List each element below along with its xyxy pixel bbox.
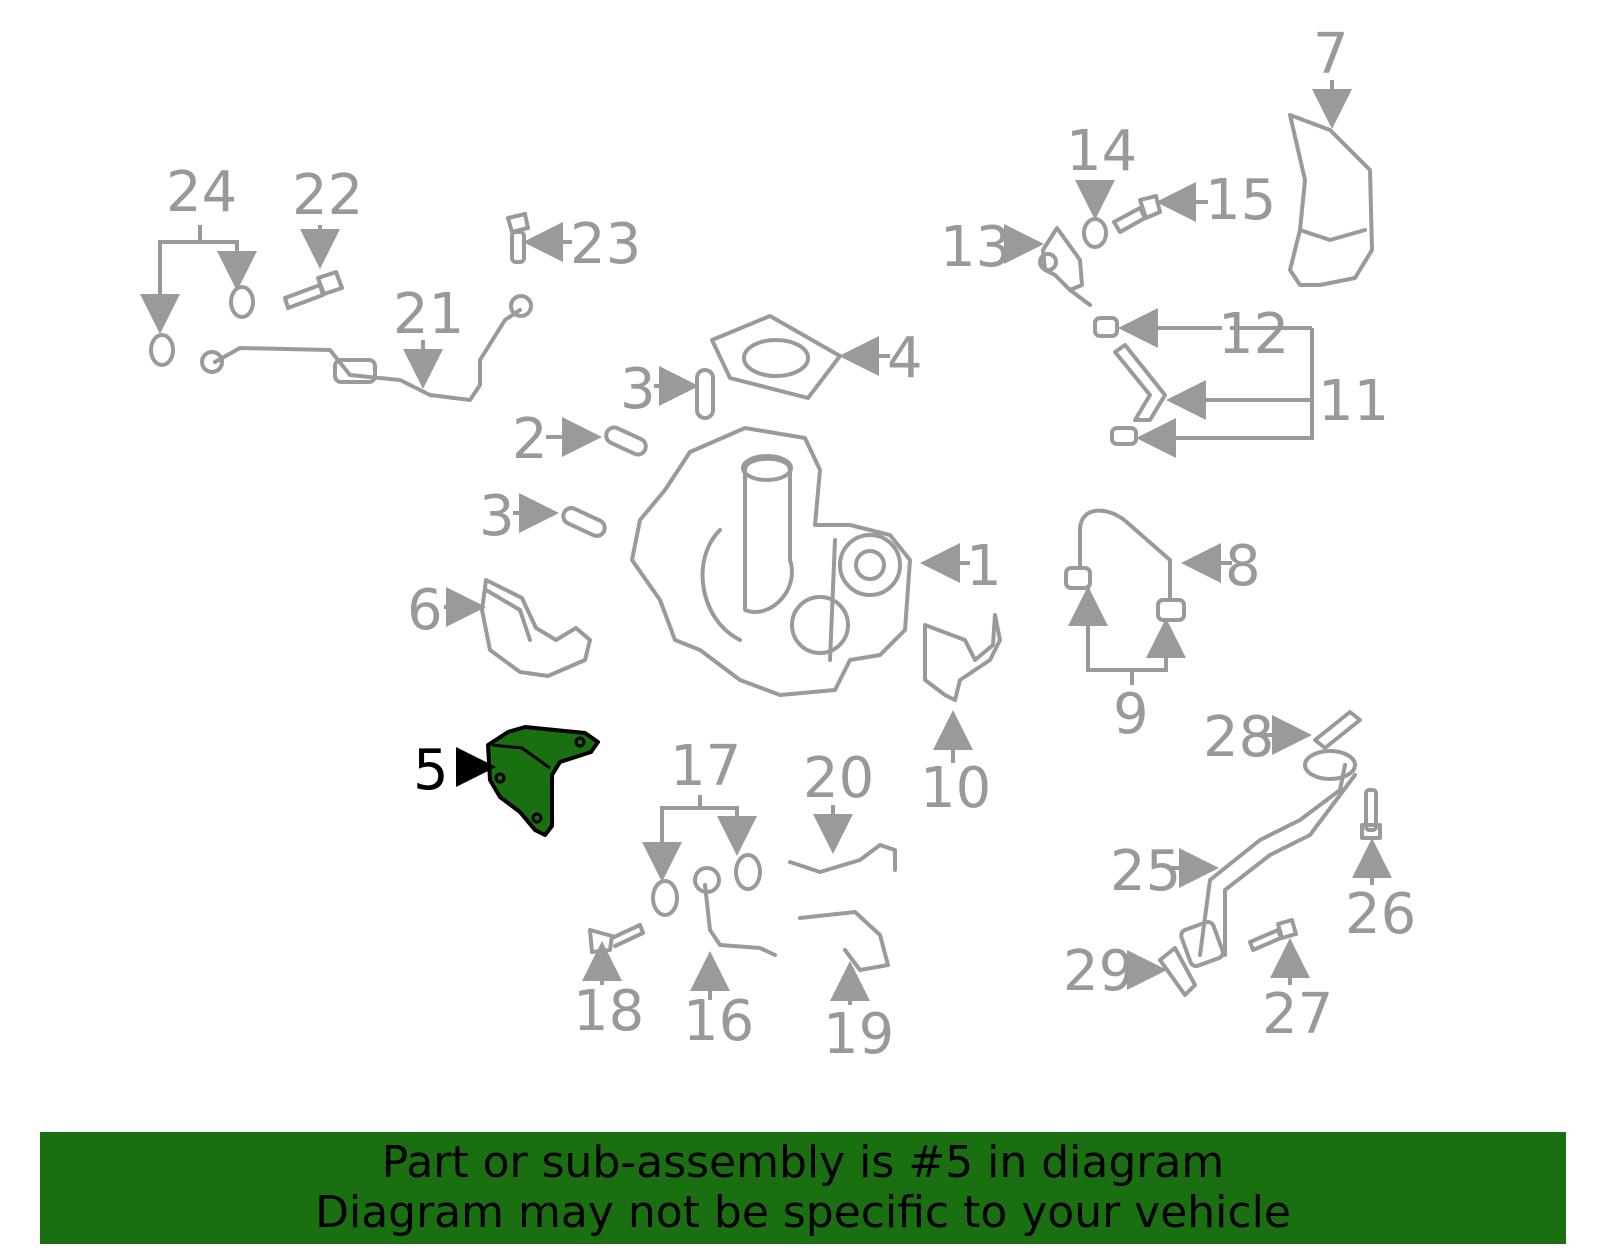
heat-shield-part-6 (480, 578, 592, 678)
callout-23[interactable]: 23 (570, 212, 641, 277)
callout-3b[interactable]: 3 (479, 484, 515, 549)
bracket-part-13 (1038, 226, 1092, 307)
callout-27[interactable]: 27 (1262, 982, 1333, 1047)
callout-14[interactable]: 14 (1066, 119, 1137, 184)
washer-part-24a (149, 333, 175, 367)
callout-4[interactable]: 4 (887, 326, 923, 391)
turbocharger-part-1 (630, 426, 912, 697)
bolt-part-18 (588, 923, 645, 954)
bracket-part-5[interactable] (486, 725, 600, 837)
callout-22[interactable]: 22 (292, 163, 363, 228)
bolt-part-23 (506, 212, 530, 264)
callout-1[interactable]: 1 (966, 534, 1002, 599)
callout-13[interactable]: 13 (940, 215, 1011, 280)
gasket-part-29 (1158, 946, 1197, 997)
callout-11[interactable]: 11 (1318, 369, 1389, 434)
callout-26[interactable]: 26 (1345, 882, 1416, 947)
callout-3a[interactable]: 3 (620, 357, 656, 422)
washer-part-17b (734, 853, 762, 891)
callout-6[interactable]: 6 (407, 578, 443, 643)
hose-part-20 (788, 843, 897, 874)
callout-19[interactable]: 19 (823, 1002, 894, 1067)
stud-part-26 (1360, 788, 1382, 840)
callout-28[interactable]: 28 (1203, 705, 1274, 770)
gasket-part-28 (1313, 710, 1362, 750)
washer-part-24b (229, 285, 255, 319)
callout-8[interactable]: 8 (1225, 534, 1261, 599)
hose-part-19 (798, 910, 890, 972)
callout-20[interactable]: 20 (803, 746, 874, 811)
callout-12[interactable]: 12 (1218, 302, 1289, 367)
stud-part-3a (695, 368, 715, 420)
parts-diagram: 1 2 3 3 4 5 6 7 8 9 10 11 12 13 14 15 16… (140, 22, 1416, 1067)
hose-part-8 (1064, 508, 1186, 622)
bracket-part-10 (923, 613, 1002, 702)
heat-shield-part-7 (1288, 113, 1374, 287)
callout-15[interactable]: 15 (1205, 168, 1276, 233)
callout-25[interactable]: 25 (1110, 839, 1181, 904)
bolt-part-22 (283, 270, 344, 310)
callout-29[interactable]: 29 (1063, 939, 1134, 1004)
callout-16[interactable]: 16 (683, 989, 754, 1054)
part-info-banner: Part or sub-assembly is #5 in diagram Di… (40, 1132, 1566, 1244)
callout-17[interactable]: 17 (670, 734, 741, 799)
pipe-part-25 (1179, 749, 1357, 968)
stud-part-2 (604, 425, 648, 457)
callout-5[interactable]: 5 (413, 738, 449, 803)
callout-18[interactable]: 18 (573, 979, 644, 1044)
callout-2[interactable]: 2 (512, 407, 548, 472)
banner-line-part-number: Part or sub-assembly is #5 in diagram (381, 1137, 1225, 1188)
bolt-part-15 (1112, 194, 1162, 234)
callout-9[interactable]: 9 (1113, 682, 1149, 747)
gasket-part-4 (710, 314, 842, 400)
stud-part-3b (561, 506, 607, 538)
oil-pipe-part-11 (1093, 316, 1167, 446)
callout-24[interactable]: 24 (166, 160, 237, 225)
washer-part-14 (1082, 217, 1108, 249)
callout-10[interactable]: 10 (920, 756, 991, 821)
washer-part-17a (651, 879, 679, 917)
callout-7[interactable]: 7 (1313, 22, 1349, 87)
banner-line-disclaimer: Diagram may not be specific to your vehi… (315, 1187, 1291, 1238)
oil-line-part-21 (200, 294, 533, 402)
pipe-part-16 (693, 866, 777, 957)
leader-lines (140, 80, 1392, 1005)
callout-21[interactable]: 21 (393, 282, 464, 347)
